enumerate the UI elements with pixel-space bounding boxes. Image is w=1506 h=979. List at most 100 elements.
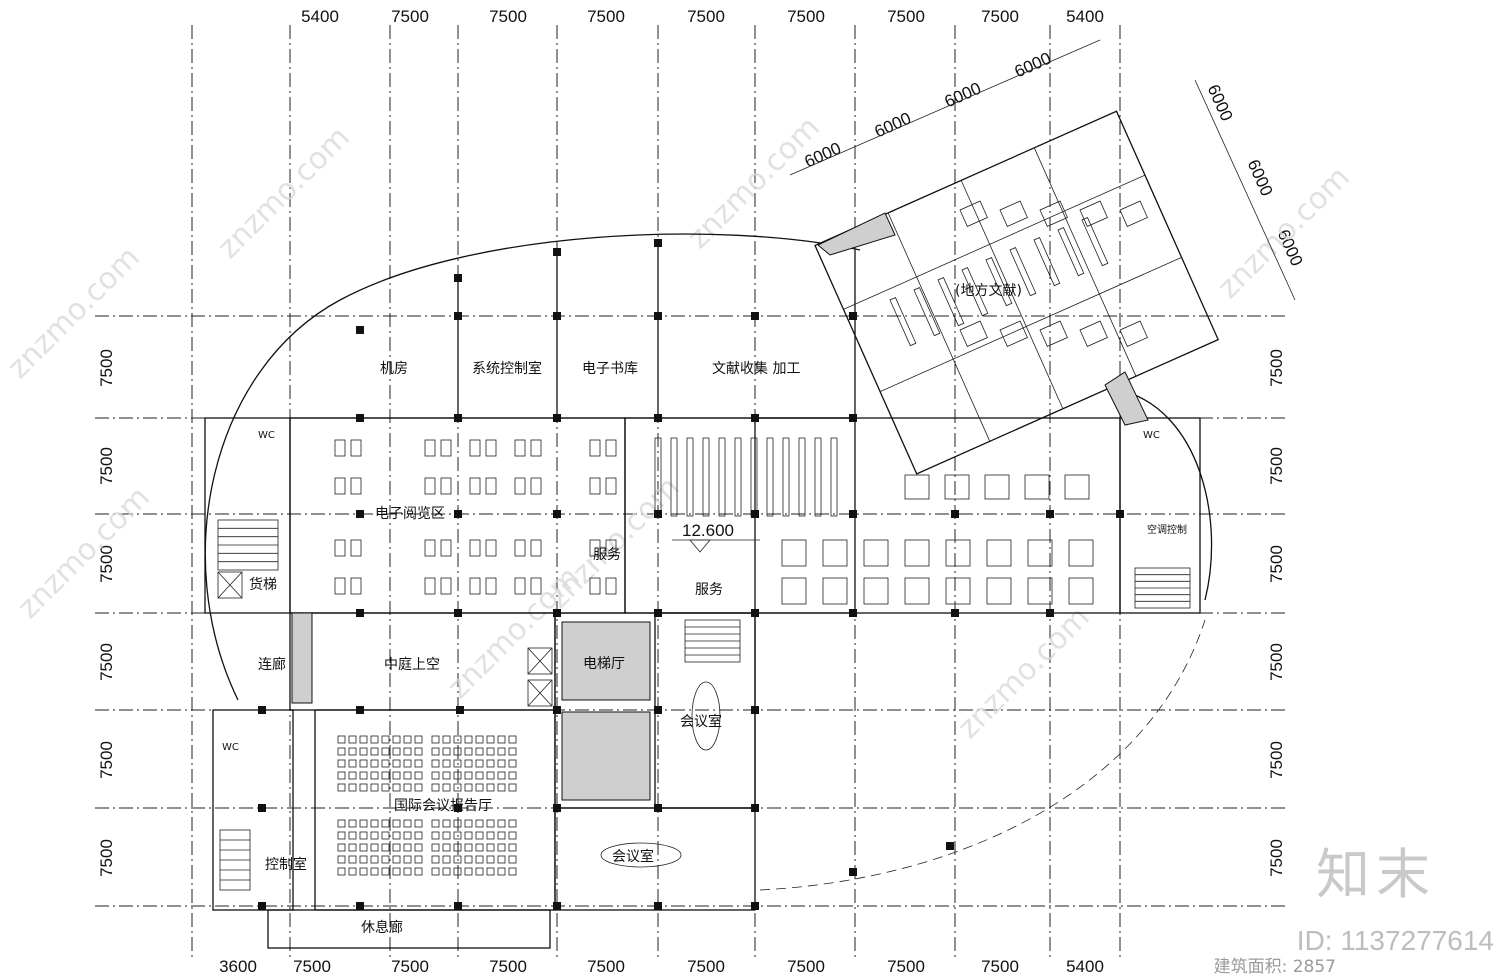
auditorium-seat — [337, 843, 346, 852]
elevator-shaft — [527, 647, 553, 675]
reading-table — [1027, 539, 1053, 567]
auditorium-seat — [403, 759, 412, 768]
auditorium-seat — [392, 783, 401, 792]
column — [951, 609, 959, 617]
auditorium-seat — [442, 843, 451, 852]
auditorium-seat — [431, 867, 440, 876]
auditorium-seat — [431, 783, 440, 792]
area-label: 建筑面积: 2857 — [1213, 957, 1336, 977]
room-local-documents: (地方文献) — [955, 283, 1022, 299]
room-elevator-hall: 电梯厅 — [583, 656, 625, 672]
building-ellipse-dashed — [759, 619, 1206, 891]
column — [553, 706, 561, 714]
bookshelf — [670, 437, 678, 517]
room-service-2: 服务 — [695, 582, 723, 598]
auditorium-seat — [381, 771, 390, 780]
auditorium-seat — [475, 855, 484, 864]
desk — [334, 477, 346, 495]
auditorium-seat — [414, 735, 423, 744]
bookshelf — [814, 437, 822, 517]
auditorium-seat — [392, 843, 401, 852]
room-e-reading: 电子阅览区 — [375, 506, 445, 522]
auditorium-seat — [392, 759, 401, 768]
auditorium-seat — [431, 831, 440, 840]
dimension-top-label: 7500 — [687, 7, 725, 26]
reading-table — [863, 577, 889, 605]
auditorium-seat — [431, 747, 440, 756]
auditorium-seat — [486, 831, 495, 840]
column — [946, 842, 954, 850]
column — [951, 510, 959, 518]
dimension-right-label: 7500 — [1267, 839, 1286, 877]
dimension-top-label: 7500 — [887, 7, 925, 26]
auditorium-seat — [348, 759, 357, 768]
auditorium-seat — [486, 771, 495, 780]
auditorium-seat — [453, 867, 462, 876]
reading-table — [984, 474, 1010, 500]
column — [553, 510, 561, 518]
auditorium-seat — [359, 855, 368, 864]
desk — [469, 439, 481, 457]
bookshelf — [750, 437, 758, 517]
auditorium-seat — [359, 867, 368, 876]
reading-table — [1039, 200, 1068, 227]
desk — [334, 577, 346, 595]
dimension-right-label: 7500 — [1267, 545, 1286, 583]
auditorium-seat — [475, 843, 484, 852]
auditorium-seat — [348, 771, 357, 780]
auditorium-seat — [508, 747, 517, 756]
dimension-top-label: 7500 — [391, 7, 429, 26]
watermark-text: znzmo.com — [1, 240, 147, 386]
column — [356, 510, 364, 518]
reading-table — [904, 577, 930, 605]
reading-table — [904, 474, 930, 500]
auditorium-seat — [414, 819, 423, 828]
meeting-table — [600, 842, 682, 868]
auditorium-seat — [453, 759, 462, 768]
auditorium-seat — [403, 771, 412, 780]
bookshelf — [1081, 217, 1109, 267]
watermark-text: znzmo.com — [11, 480, 157, 626]
auditorium-seat — [442, 855, 451, 864]
dimension-left-label: 7500 — [97, 545, 116, 583]
elevator-cross — [527, 647, 553, 675]
desk — [469, 477, 481, 495]
desk — [605, 577, 617, 595]
seating-layout — [334, 200, 1148, 876]
auditorium-seat — [381, 843, 390, 852]
auditorium-seat — [392, 867, 401, 876]
auditorium-seat — [464, 867, 473, 876]
auditorium-seat — [508, 735, 517, 744]
auditorium-seat — [348, 831, 357, 840]
auditorium-seat — [381, 735, 390, 744]
dimension-left-label: 7500 — [97, 349, 116, 387]
auditorium-seat — [508, 831, 517, 840]
auditorium-seat — [337, 747, 346, 756]
desk — [514, 577, 526, 595]
dimension-bottom-label: 5400 — [1066, 957, 1104, 976]
auditorium-seat — [497, 843, 506, 852]
desk — [440, 539, 452, 557]
auditorium-seat — [348, 747, 357, 756]
bookshelf — [782, 437, 790, 517]
auditorium-seat — [414, 783, 423, 792]
dimension-bottom-label: 7500 — [887, 957, 925, 976]
level-mark: 12.600 — [672, 521, 760, 553]
auditorium-seat — [337, 855, 346, 864]
dimension-rotated-right-label: 6000 — [1204, 82, 1237, 124]
reading-table — [904, 539, 930, 567]
auditorium-seat — [442, 747, 451, 756]
column — [654, 312, 662, 320]
column — [849, 868, 857, 876]
auditorium-seat — [337, 867, 346, 876]
auditorium-seat — [414, 759, 423, 768]
auditorium-seat — [453, 855, 462, 864]
room-lounge: 休息廊 — [361, 919, 403, 936]
auditorium-seat — [359, 747, 368, 756]
reading-table — [945, 577, 971, 605]
auditorium-seat — [442, 819, 451, 828]
brand-watermark: 知末 — [1316, 843, 1436, 906]
column — [751, 706, 759, 714]
reading-table — [1119, 200, 1148, 227]
